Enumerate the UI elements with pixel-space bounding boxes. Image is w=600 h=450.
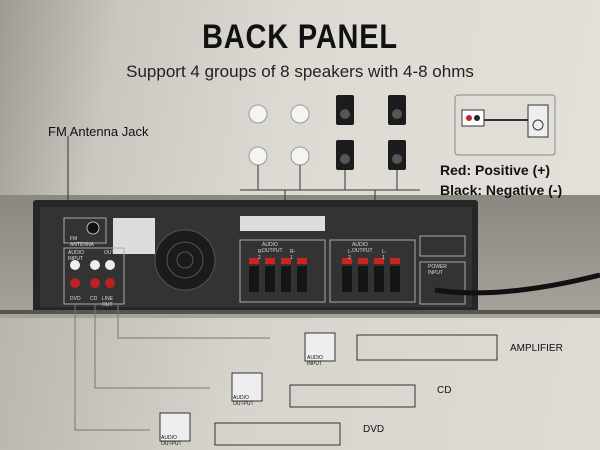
l2-text: L-2 (348, 249, 353, 261)
output-text: OUTPUT (104, 250, 125, 256)
cd-jack-text: CD (90, 296, 98, 302)
red-positive-label: Red: Positive (+) (440, 162, 551, 178)
audio-output-left-text: AUDIO OUTPUT (352, 242, 373, 254)
dvd-jack-text: DVD (70, 296, 81, 302)
r1-text: R-1 (290, 249, 296, 261)
ceiling-speaker-icon (248, 104, 310, 166)
page-subtitle: Support 4 groups of 8 speakers with 4-8 … (126, 62, 474, 81)
line-out-text: LINE OUT (102, 296, 114, 308)
speaker-wiring-diagram-icon (461, 104, 549, 138)
bookshelf-speaker-icon (336, 95, 406, 170)
audio-output-right-text: AUDIO OUTPUT (262, 242, 283, 254)
amplifier-label: AMPLIFIER (510, 343, 563, 354)
shelf-surface (0, 318, 600, 450)
power-input-text: POWER INPUT (428, 264, 447, 276)
audio-output-tag-dvd: AUDIO OUTPUT (161, 435, 182, 447)
fm-antenna-callout: FM Antenna Jack (48, 124, 149, 139)
page-title: BACK PANEL (202, 18, 398, 56)
cd-label: CD (437, 385, 452, 396)
r2-text: R-2 (258, 249, 264, 261)
device-illustrations (159, 332, 498, 446)
fm-antenna-text: FM ANTENNA (70, 236, 94, 248)
power-cord (434, 272, 600, 296)
dvd-label: DVD (363, 424, 385, 435)
audio-output-tag-cd: AUDIO OUTPUT (233, 395, 254, 407)
l1-text: L-1 (382, 249, 387, 261)
black-negative-label: Black: Negative (-) (440, 182, 563, 198)
audio-input-tag: AUDIO INPUT (307, 355, 323, 367)
amplifier-back-panel (33, 200, 478, 312)
audio-input-text: AUDIO INPUT (68, 250, 84, 262)
